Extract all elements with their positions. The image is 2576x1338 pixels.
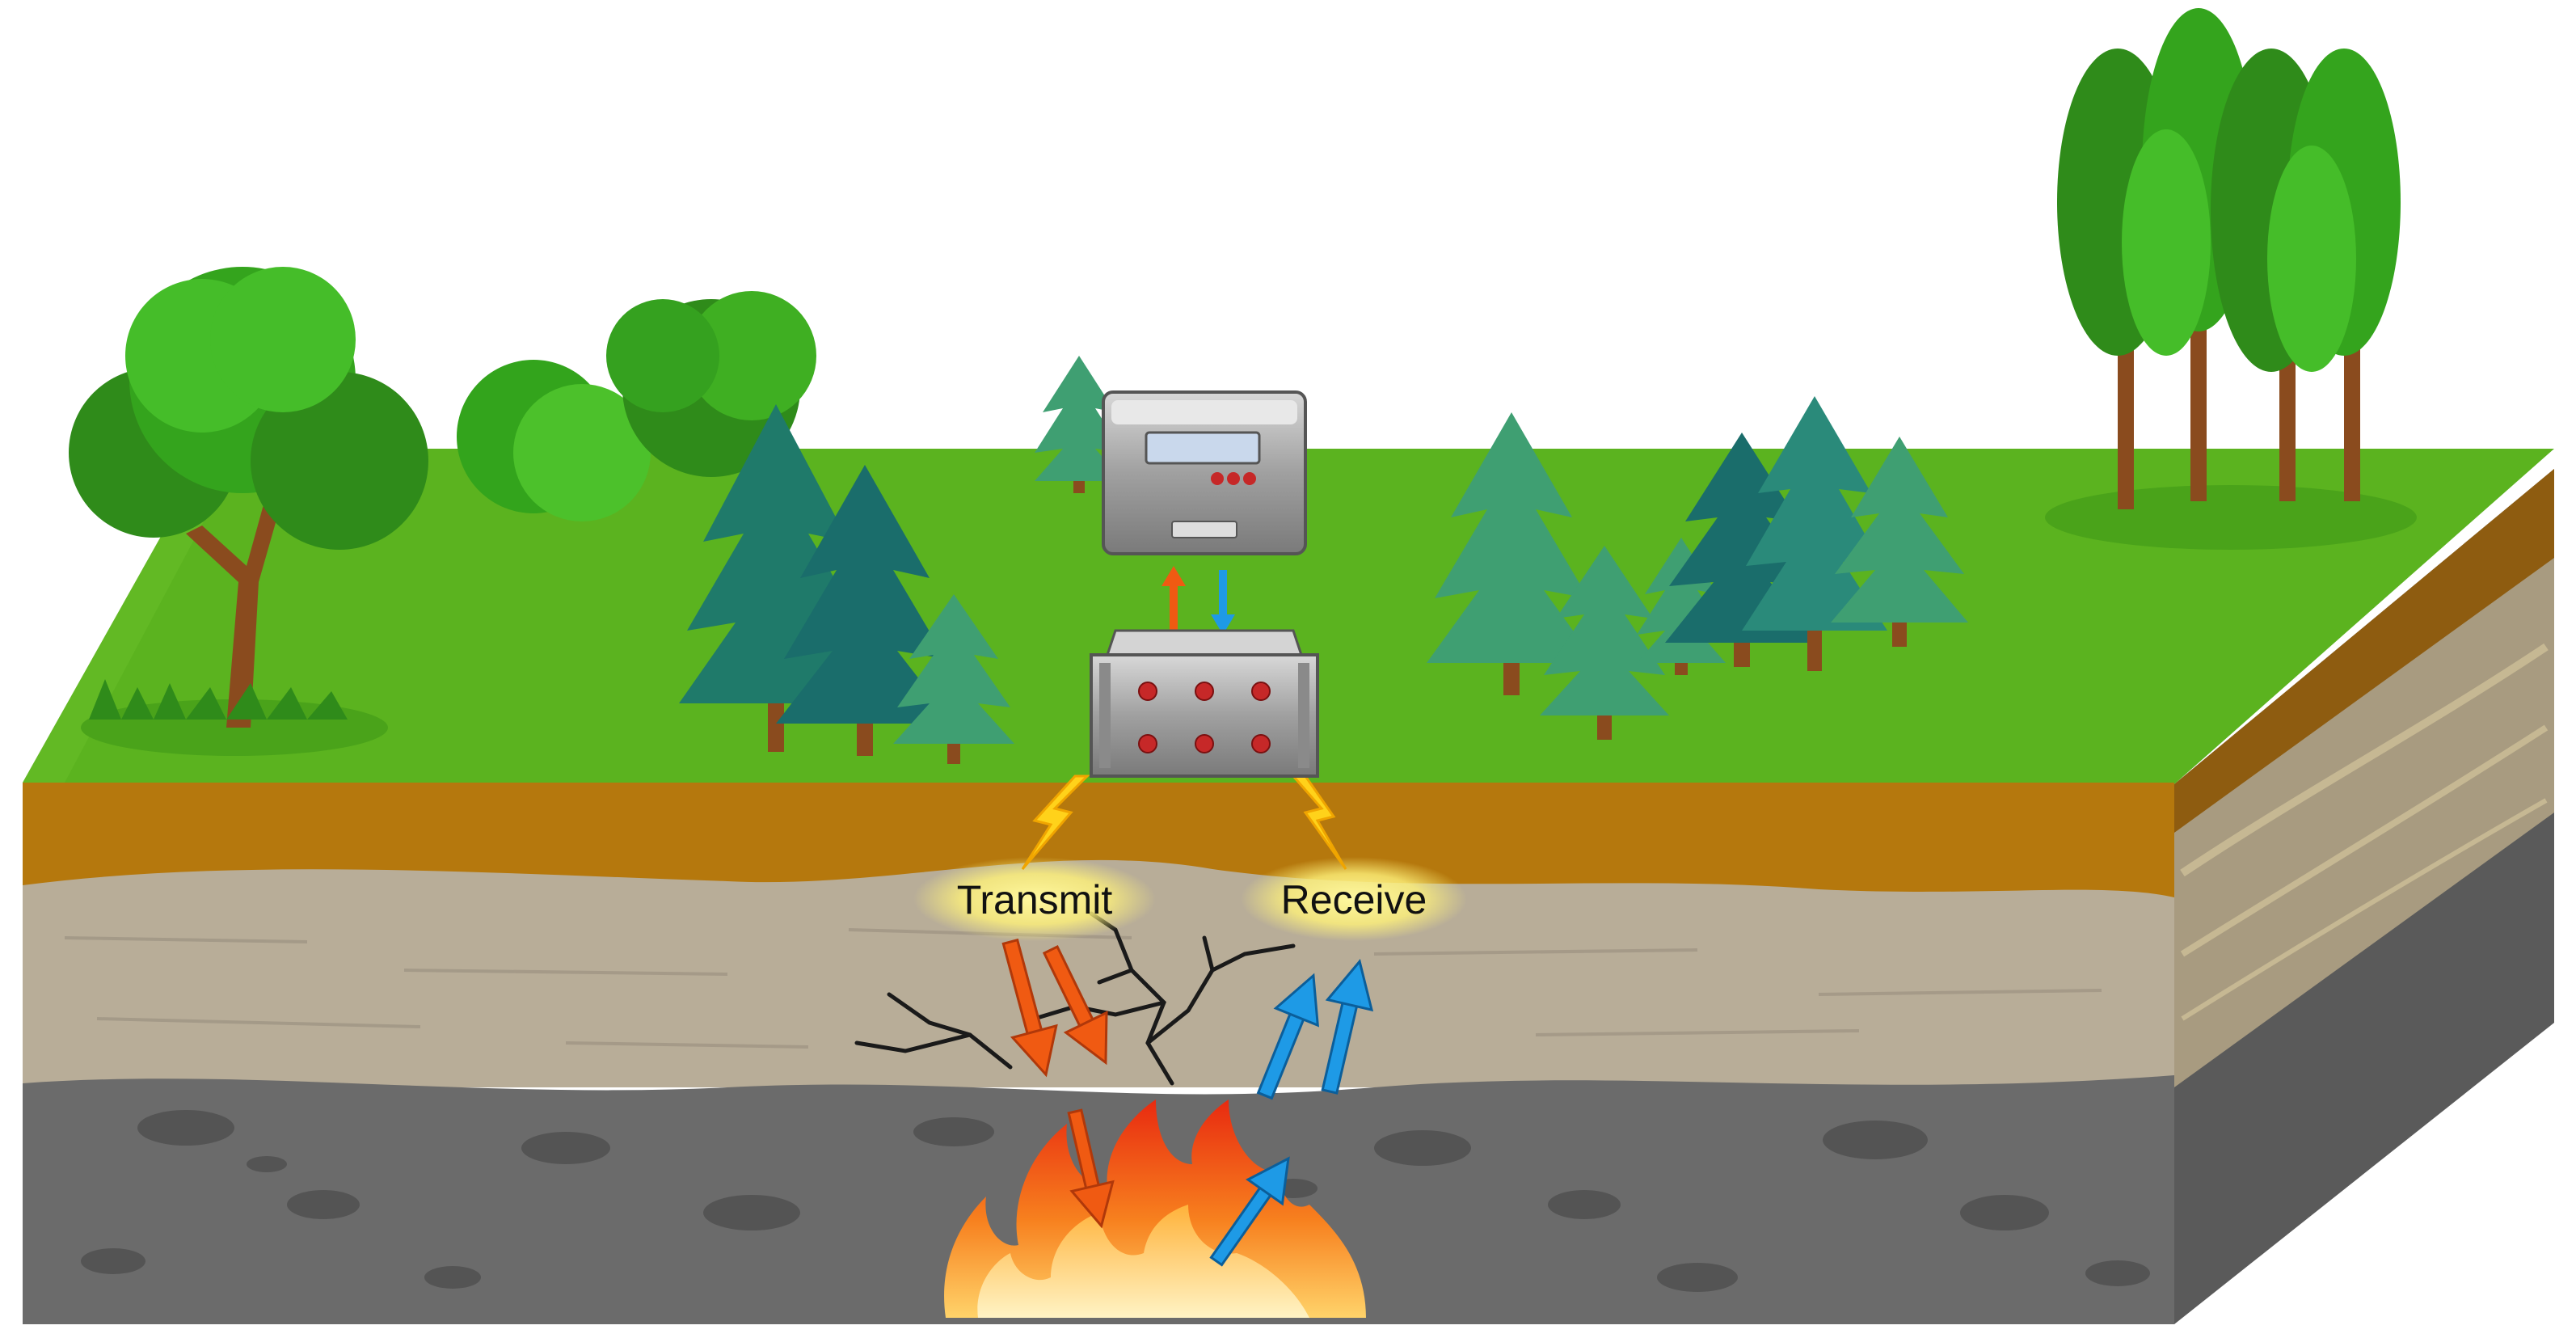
receive-label: Receive <box>1281 877 1427 922</box>
deciduous-tree-left <box>69 267 428 756</box>
transmit-label: Transmit <box>957 877 1113 922</box>
transmit-glow <box>913 857 1156 941</box>
fire-icon <box>944 1100 1366 1318</box>
sand-layer <box>23 859 2174 1087</box>
link-arrows <box>1162 566 1235 635</box>
pine-trees-right <box>1427 396 1968 740</box>
bushes <box>457 291 816 521</box>
control-station-icon <box>1102 390 1307 555</box>
block-side-face <box>2174 469 2554 1324</box>
lightning-bolt-icon <box>1021 775 1090 870</box>
transmit-arrows <box>1001 938 1115 1229</box>
lightning-bolt-icon <box>1290 775 1347 870</box>
tall-trees-right <box>2045 8 2417 550</box>
receive-arrows <box>1209 959 1374 1267</box>
transceiver-box-icon <box>1090 629 1319 778</box>
pine-trees-left <box>679 356 1124 764</box>
receive-glow <box>1241 857 1467 941</box>
